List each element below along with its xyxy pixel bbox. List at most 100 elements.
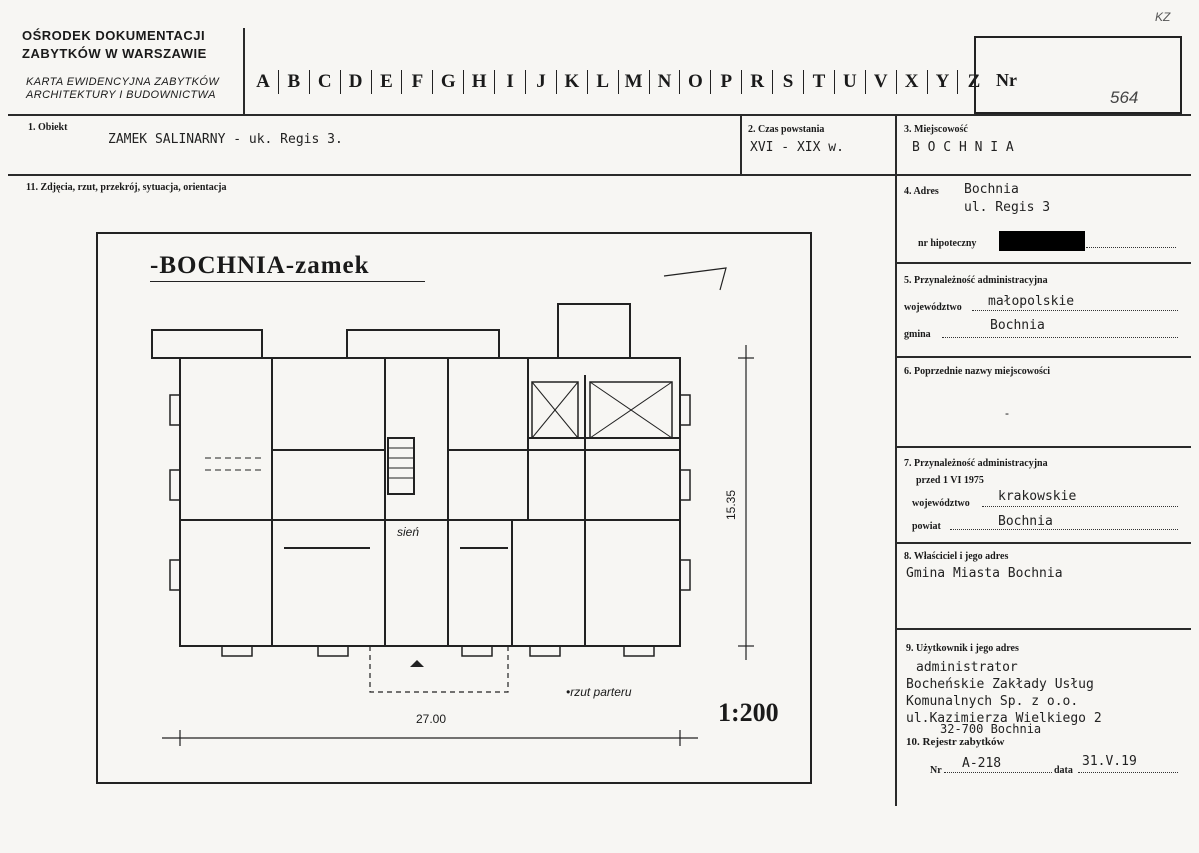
index-letter: D — [341, 70, 372, 94]
powiat-label: powiat — [912, 521, 941, 532]
scale-label: 1:200 — [718, 698, 779, 727]
org-name-line2: ZABYTKÓW W WARSZAWIE — [22, 46, 207, 61]
rule-col-right — [895, 116, 897, 806]
number-label: Nr — [996, 70, 1017, 90]
rule-col-czas — [740, 116, 742, 174]
przynaleznosc-label: 5. Przynależność administracyjna — [904, 275, 1048, 286]
uzytkownik-line2: Bocheńskie Zakłady Usług — [906, 677, 1094, 692]
przed-1975-label: przed 1 VI 1975 — [916, 475, 984, 486]
wlasciciel-value: Gmina Miasta Bochnia — [906, 566, 1063, 581]
org-name-line1: OŚRODEK DOKUMENTACJI — [22, 28, 206, 43]
czas-value: XVI - XIX w. — [750, 140, 844, 155]
redacted-block — [999, 231, 1085, 251]
obiekt-label: 1. Obiekt — [28, 122, 68, 133]
corner-handwritten-mark: KZ — [1155, 10, 1171, 24]
wojewodztwo7-value: krakowskie — [998, 489, 1077, 504]
drawing-title: -BOCHNIA-zamek — [150, 252, 370, 279]
index-letter: C — [310, 70, 341, 94]
uzytkownik-line3: Komunalnych Sp. z o.o. — [906, 694, 1079, 709]
adres-line1: Bochnia — [964, 182, 1019, 197]
drawing-title-underline — [150, 281, 425, 282]
index-letter: O — [680, 70, 712, 94]
plan-annex-right — [557, 303, 631, 359]
index-letter: H — [464, 70, 496, 94]
card-type-line1: KARTA EWIDENCYJNA ZABYTKÓW — [26, 76, 220, 88]
wojewodztwo7-dots — [982, 506, 1178, 507]
rule-sec6-bottom — [895, 446, 1191, 448]
index-letter: T — [804, 70, 835, 94]
rejestr-data-dots — [1078, 772, 1178, 773]
czas-label: 2. Czas powstania — [748, 124, 825, 135]
wojewodztwo-label: województwo — [904, 302, 962, 313]
adres-label: 4. Adres — [904, 186, 939, 197]
wojewodztwo-value: małopolskie — [988, 294, 1075, 309]
dimension-width: 27.00 — [416, 712, 447, 726]
rule-header-split — [243, 28, 245, 114]
index-letter: M — [619, 70, 650, 94]
uzytkownik-line5: 32-700 Bochnia — [940, 722, 1042, 736]
hipoteczny-label: nr hipoteczny — [918, 238, 977, 249]
powiat-value: Bochnia — [998, 514, 1053, 529]
plan-annex-left — [151, 329, 263, 359]
rejestr-label: 10. Rejestr zabytków — [906, 736, 1005, 748]
number-value: 564 — [1110, 88, 1139, 107]
index-letter: P — [711, 70, 743, 94]
poprzednie-value: - — [1005, 406, 1009, 420]
rejestr-data-label: data — [1054, 765, 1073, 776]
sien-label: sień — [397, 525, 420, 539]
rule-sec5-bottom — [895, 356, 1191, 358]
gmina-value: Bochnia — [990, 318, 1045, 333]
miejscowosc-label: 3. Miejscowość — [904, 124, 968, 135]
index-letter: G — [433, 70, 465, 94]
index-letter: I — [495, 70, 527, 94]
rejestr-data-value: 31.V.19 — [1082, 754, 1137, 769]
zdjecia-label: 11. Zdjęcia, rzut, przekrój, sytuacja, o… — [26, 182, 227, 193]
card-type-line2: ARCHITEKTURY I BUDOWNICTWA — [26, 89, 216, 101]
drawing-frame — [96, 232, 812, 784]
rule-header-bottom — [8, 114, 1191, 116]
index-letter: B — [279, 70, 310, 94]
plan-outer-wall — [179, 357, 681, 647]
index-letter: F — [402, 70, 434, 94]
index-letter: V — [866, 70, 897, 94]
gmina-label: gmina — [904, 329, 931, 340]
rule-row1-bottom — [8, 174, 1191, 176]
wlasciciel-label: 8. Właściciel i jego adres — [904, 551, 1009, 562]
index-letter: X — [897, 70, 928, 94]
wojewodztwo7-label: województwo — [912, 498, 970, 509]
index-letter: L — [588, 70, 619, 94]
rule-sec7-bottom — [895, 542, 1191, 544]
index-letter: S — [773, 70, 805, 94]
miejscowosc-value: B O C H N I A — [912, 140, 1014, 155]
uzytkownik-label: 9. Użytkownik i jego adres — [906, 643, 1019, 654]
index-letter: K — [557, 70, 588, 94]
powiat-dots — [950, 529, 1178, 530]
rejestr-nr-dots — [944, 772, 1052, 773]
uzytkownik-line4: ul.Kazimierza Wielkiego 2 — [906, 711, 1102, 726]
number-box — [974, 36, 1182, 114]
index-letter: A — [248, 70, 279, 94]
index-letter: Z — [967, 71, 981, 92]
gmina-dots — [942, 337, 1178, 338]
rule-sec4-bottom — [895, 262, 1191, 264]
rzut-parteru-label: •rzut parteru — [566, 685, 632, 699]
adres-line2: ul. Regis 3 — [964, 200, 1051, 215]
index-letter: R — [742, 70, 774, 94]
plan-annex-middle — [346, 329, 500, 359]
rule-sec8-bottom — [895, 628, 1191, 630]
wojewodztwo-dots — [972, 310, 1178, 311]
poprzednie-label: 6. Poprzednie nazwy miejscowości — [904, 366, 1051, 377]
przynaleznosc7-label: 7. Przynależność administracyjna — [904, 458, 1048, 469]
rejestr-nr-value: A-218 — [962, 756, 1002, 771]
index-letter: E — [372, 70, 403, 94]
rejestr-nr-label: Nr — [930, 765, 942, 776]
obiekt-value: ZAMEK SALINARNY - uk. Regis 3. — [108, 132, 343, 147]
index-letter: J — [526, 70, 557, 94]
hipoteczny-dots — [1086, 247, 1176, 248]
index-letter: Y — [928, 70, 959, 94]
uzytkownik-line1: administrator — [916, 660, 1018, 675]
dimension-height: 15.35 — [724, 489, 738, 520]
